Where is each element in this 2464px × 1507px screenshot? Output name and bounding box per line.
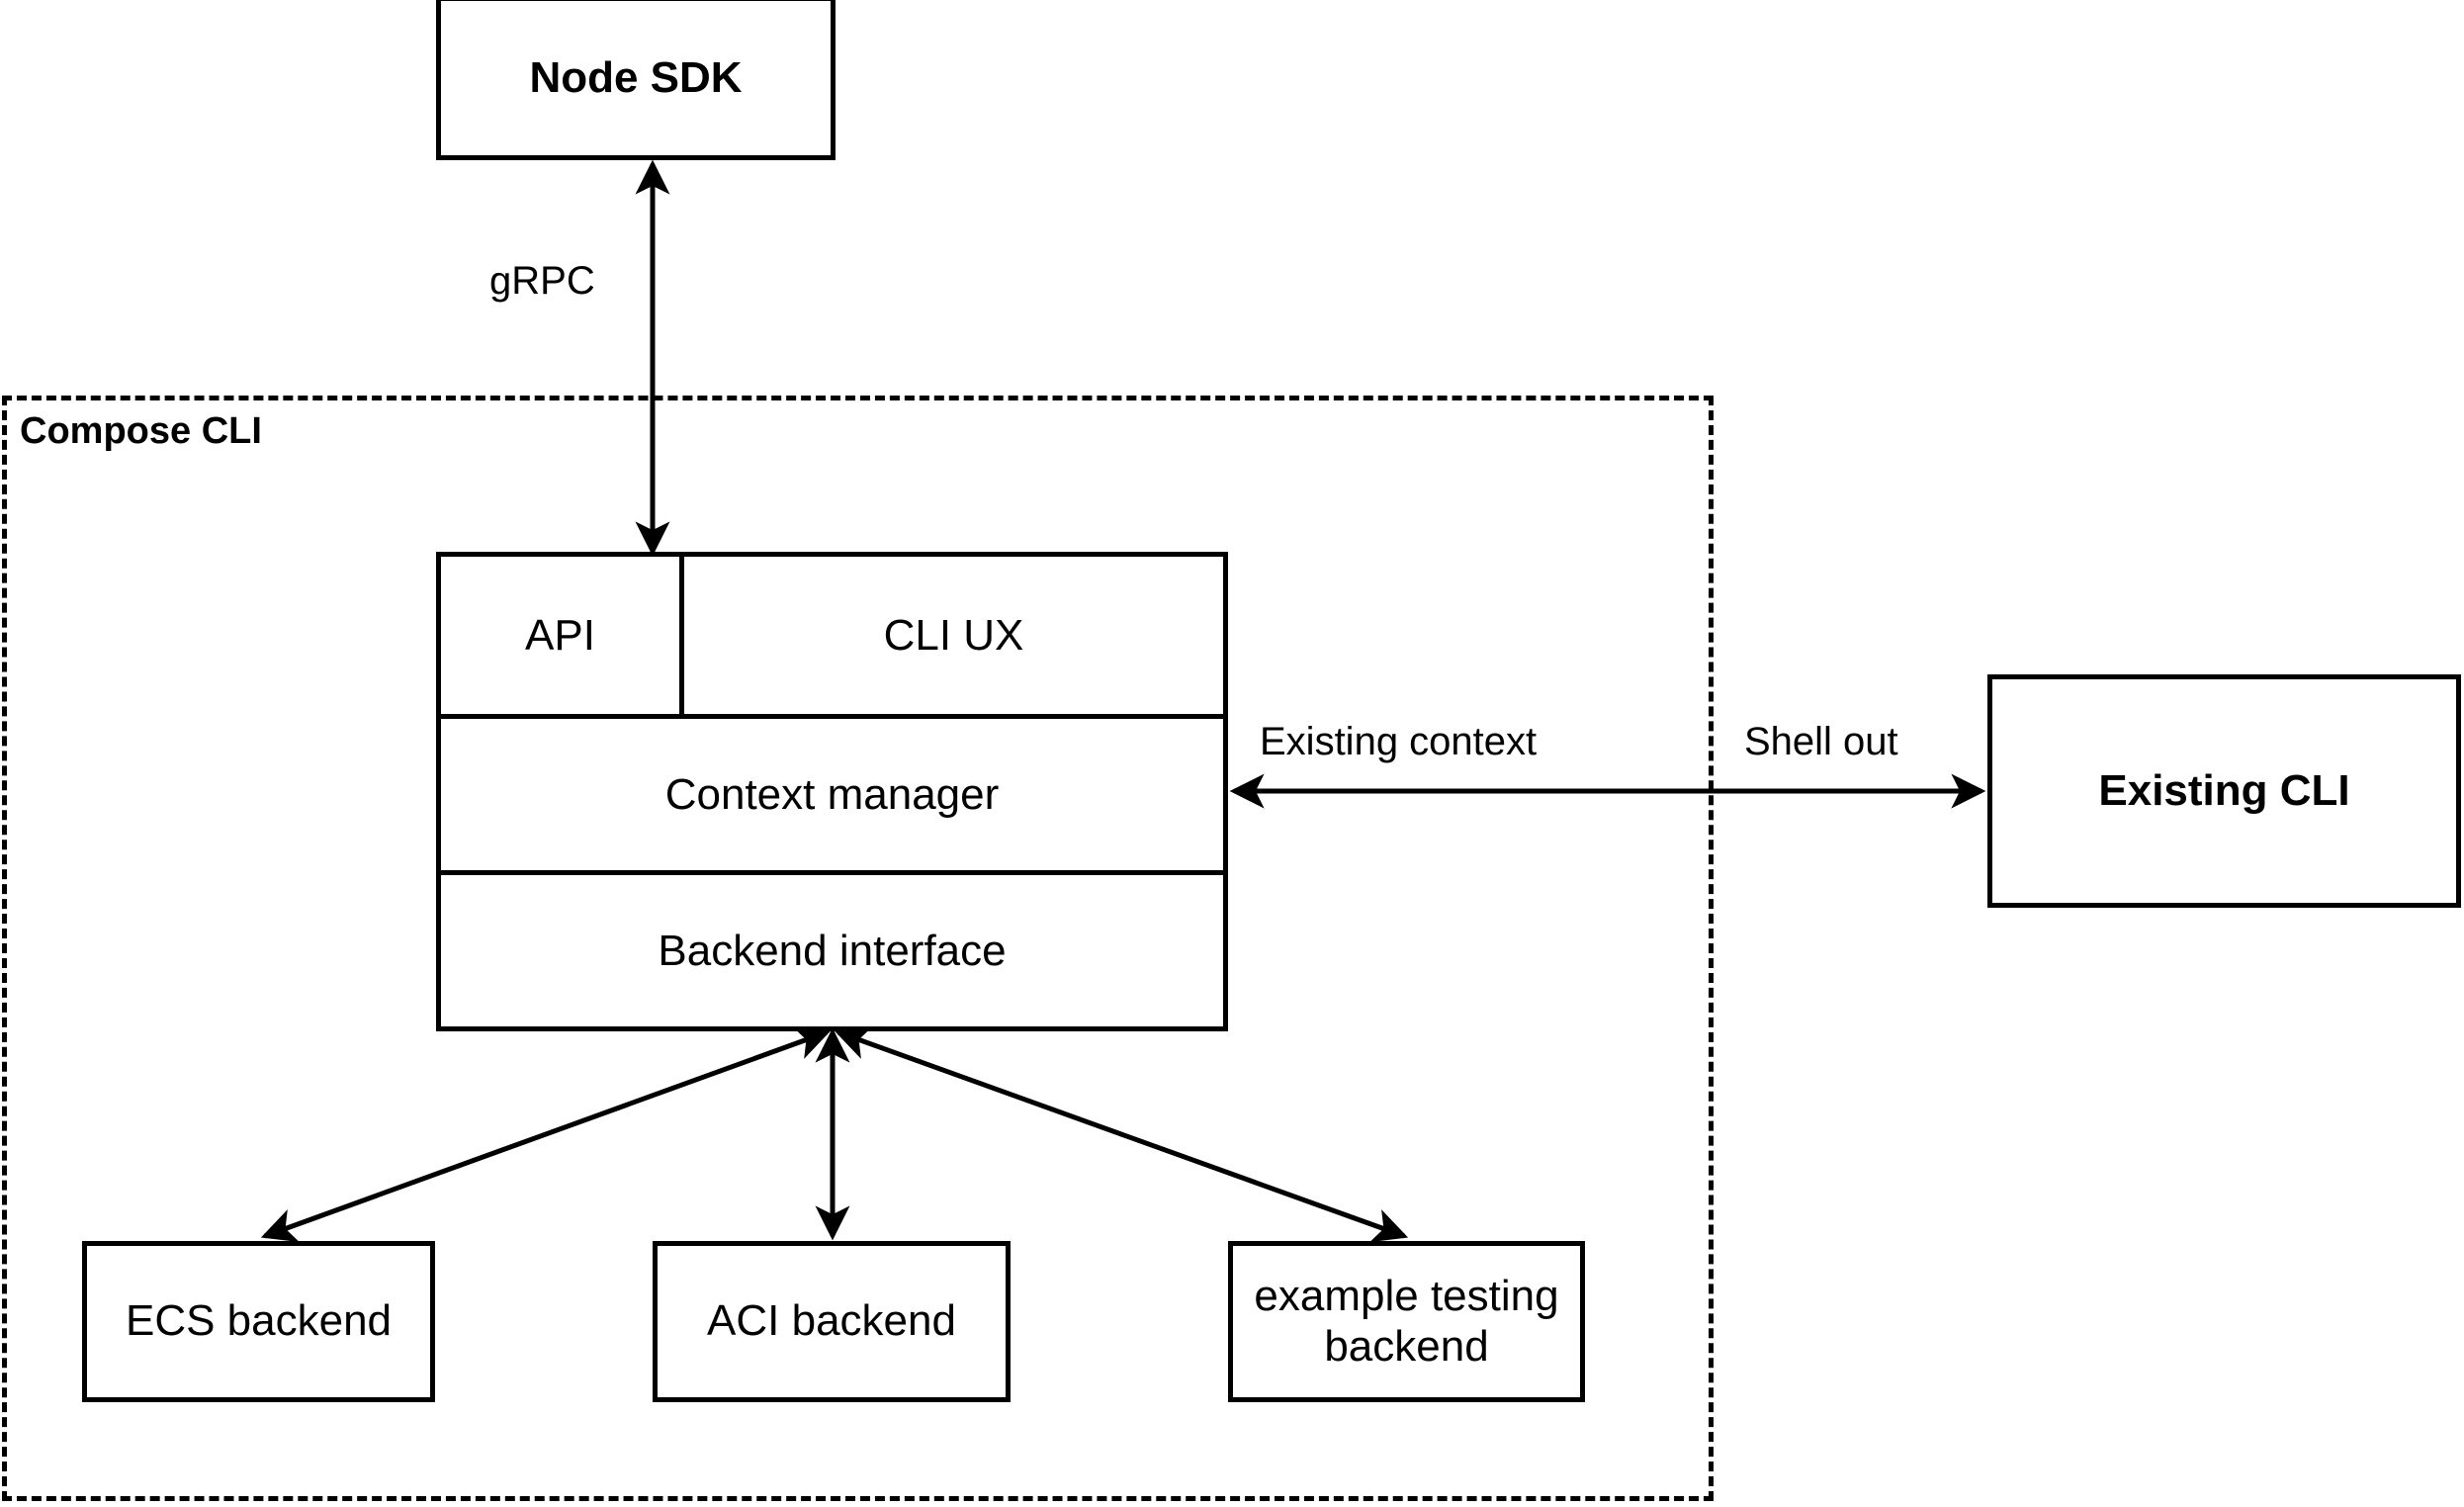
aci-backend-label: ACI backend	[707, 1296, 956, 1346]
backend-interface-cell[interactable]: Backend interface	[441, 875, 1223, 1026]
example-testing-backend-label: example testing backend	[1254, 1272, 1559, 1371]
cli-ux-label: CLI UX	[883, 610, 1024, 660]
stack-row-context: Context manager	[441, 719, 1223, 875]
cli-ux-cell[interactable]: CLI UX	[684, 557, 1223, 714]
ecs-backend-box[interactable]: ECS backend	[82, 1241, 435, 1402]
existing-cli-label: Existing CLI	[2098, 765, 2350, 815]
context-manager-cell[interactable]: Context manager	[441, 719, 1223, 870]
stack-row-interface: API CLI UX	[441, 557, 1223, 719]
shell-out-edge-label: Shell out	[1744, 720, 1898, 763]
stack-row-backend: Backend interface	[441, 875, 1223, 1026]
grpc-edge-label: gRPC	[489, 259, 595, 303]
compose-cli-boundary	[2, 396, 1714, 1501]
compose-cli-boundary-title: Compose CLI	[20, 410, 262, 452]
ecs-backend-label: ECS backend	[125, 1296, 393, 1346]
api-label: API	[525, 610, 595, 660]
example-testing-backend-box[interactable]: example testing backend	[1228, 1241, 1585, 1402]
existing-cli-box[interactable]: Existing CLI	[1987, 674, 2461, 908]
compose-cli-stack: API CLI UX Context manager Backend inter…	[436, 552, 1228, 1031]
aci-backend-box[interactable]: ACI backend	[653, 1241, 1011, 1402]
existing-context-edge-label: Existing context	[1260, 720, 1538, 763]
backend-interface-label: Backend interface	[658, 926, 1007, 975]
node-sdk-box[interactable]: Node SDK	[436, 0, 836, 160]
api-cell[interactable]: API	[441, 557, 684, 714]
context-manager-label: Context manager	[664, 769, 1000, 819]
node-sdk-label: Node SDK	[529, 52, 743, 102]
